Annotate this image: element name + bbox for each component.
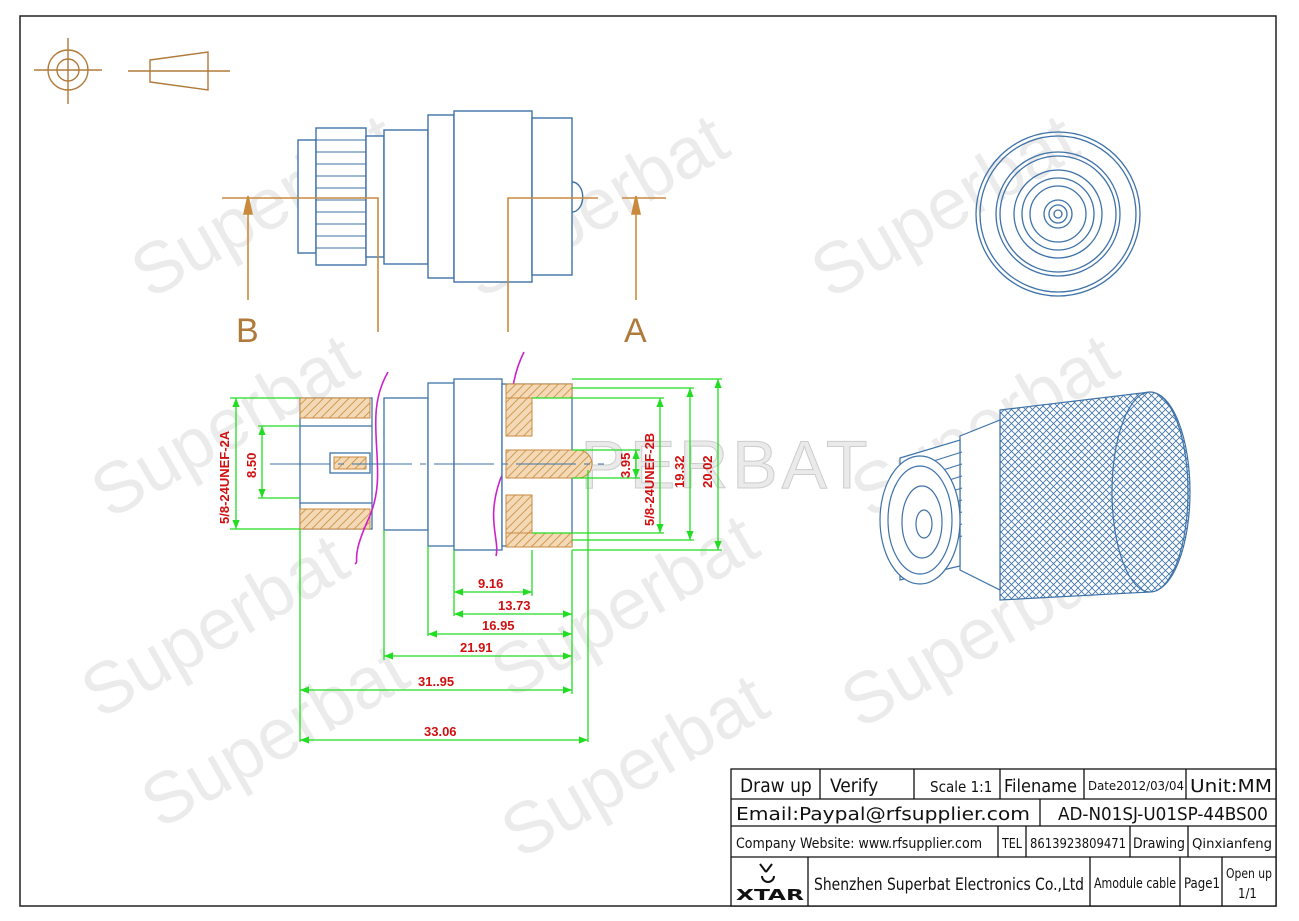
tb-product: Amodule cable bbox=[1094, 876, 1176, 892]
tb-unit: Unit:MM bbox=[1190, 776, 1272, 797]
dim-pin-dia: 3.95 bbox=[618, 453, 633, 478]
side-view bbox=[297, 110, 584, 283]
tb-filename: Filename bbox=[1004, 776, 1077, 797]
dim-left-dia: 8.50 bbox=[244, 453, 259, 478]
right-hatch-top bbox=[505, 383, 573, 399]
tb-website: Company Website: www.rfsupplier.com bbox=[736, 836, 982, 852]
end-view bbox=[975, 131, 1141, 297]
left-thread-hatch-bottom bbox=[299, 508, 371, 530]
dim-2002: 20.02 bbox=[700, 455, 715, 488]
dim-right-thread: 5/8-24UNEF-2B bbox=[642, 433, 657, 526]
tb-date: Date2012/03/04 bbox=[1088, 779, 1184, 793]
tb-drawing: Drawing bbox=[1133, 836, 1185, 852]
isometric-view bbox=[879, 391, 1191, 601]
tb-company: Shenzhen Superbat Electronics Co.,Ltd bbox=[814, 875, 1084, 895]
projection-symbol bbox=[34, 38, 230, 104]
tb-tel: 8613923809471 bbox=[1030, 837, 1126, 852]
dim-1373: 13.73 bbox=[498, 598, 531, 613]
dimension-lines bbox=[230, 378, 722, 744]
tb-draw-up: Draw up bbox=[740, 775, 812, 797]
right-thread-hatch-top bbox=[505, 397, 533, 437]
title-block bbox=[730, 768, 1277, 907]
section-lines bbox=[222, 195, 666, 332]
dim-left-thread: 5/8-24UNEF-2A bbox=[217, 430, 232, 524]
dim-3195: 31..95 bbox=[418, 674, 454, 689]
tb-verify: Verify bbox=[830, 775, 878, 797]
break-line bbox=[354, 371, 389, 565]
dim-916: 9.16 bbox=[478, 576, 503, 591]
tb-email: Email:Paypal@rfsupplier.com bbox=[736, 804, 1030, 825]
xtar-logo-icon: XTAR bbox=[736, 863, 805, 904]
right-hatch-bottom bbox=[505, 532, 573, 548]
tb-scale: Scale 1:1 bbox=[930, 778, 992, 796]
tb-open-up-val: 1/1 bbox=[1238, 887, 1257, 902]
tb-drawer: Qinxianfeng bbox=[1192, 837, 1272, 852]
dim-1932: 19.32 bbox=[672, 455, 687, 488]
left-pin-hatch bbox=[333, 456, 367, 470]
section-label-a: A bbox=[624, 312, 647, 350]
right-thread-hatch-bottom bbox=[505, 494, 533, 534]
left-thread-hatch-top bbox=[299, 397, 371, 419]
section-label-b: B bbox=[236, 312, 259, 350]
section-view bbox=[270, 351, 604, 565]
tb-logo-text: XTAR bbox=[736, 886, 805, 904]
tb-open-up: Open up bbox=[1226, 867, 1272, 882]
tb-page: Page1 bbox=[1184, 876, 1220, 892]
sheet-border bbox=[19, 15, 1277, 907]
tb-tel-label: TEL bbox=[1001, 837, 1022, 852]
dim-2191: 21.91 bbox=[460, 640, 493, 655]
dim-3306: 33.06 bbox=[424, 724, 457, 739]
tb-part-no: AD-N01SJ-U01SP-44BS00 bbox=[1058, 804, 1268, 825]
dim-1695: 16.95 bbox=[482, 618, 515, 633]
